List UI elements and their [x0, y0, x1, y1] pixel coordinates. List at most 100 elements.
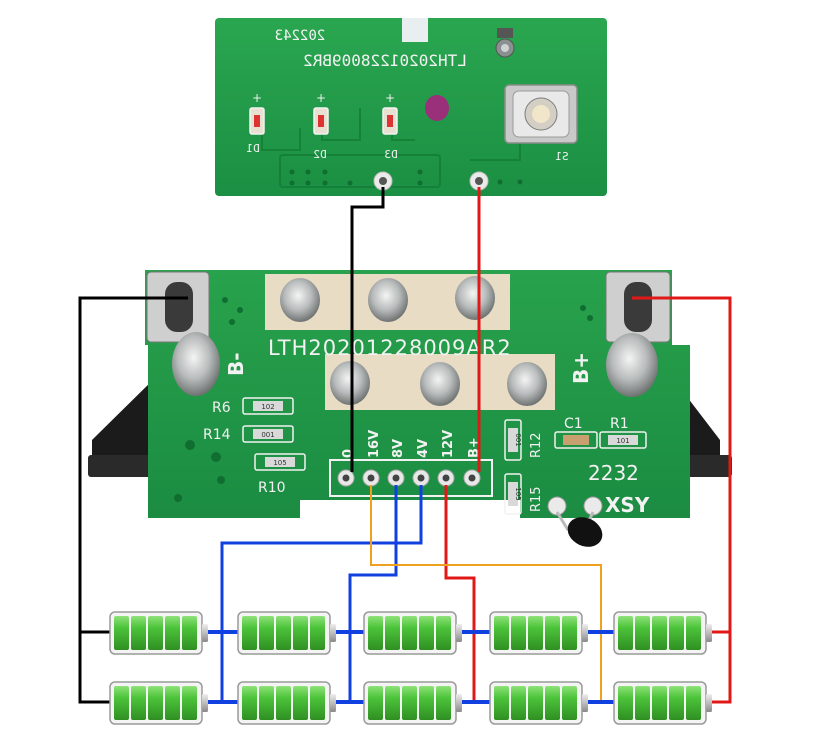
c1-label: C1 [564, 416, 583, 432]
cell-charge-segment [368, 686, 383, 720]
battery-cell [363, 611, 462, 655]
cell-charge-segment [436, 686, 451, 720]
cell-charge-segment [148, 686, 163, 720]
led-d1-label: D1 [246, 142, 259, 155]
cell-charge-segment [618, 686, 633, 720]
indicator-part-number: LTH20201228009BR2 [303, 51, 467, 70]
battery-cell [613, 681, 712, 725]
smd-code-r12: 001 [514, 433, 522, 446]
indicator-vias [289, 169, 523, 186]
pos-terminal-label: B+ [569, 352, 593, 384]
bms-date-code: 2232 [588, 461, 639, 485]
battery-pack [109, 611, 712, 725]
cell-charge-segment [114, 616, 129, 650]
cell-charge-segment [293, 686, 308, 720]
cell-charge-segment [402, 686, 417, 720]
cell-charge-segment [494, 686, 509, 720]
header-pads [337, 469, 481, 487]
battery-cell [237, 681, 336, 725]
cell-charge-segment [528, 616, 543, 650]
cell-charge-segment [545, 616, 560, 650]
led-d2-label: D2 [313, 148, 326, 161]
cell-charge-segment [562, 616, 577, 650]
wire-pack-positive [632, 296, 732, 704]
cell-charge-segment [562, 686, 577, 720]
cell-terminal-cap [202, 624, 208, 642]
indicator-board-substrate [215, 18, 607, 196]
cell-charge-segment [494, 616, 509, 650]
link-group-2-3 [331, 630, 366, 704]
cell-terminal-cap [706, 624, 712, 642]
neg-terminal-slot [165, 282, 193, 332]
wire-8v [348, 485, 398, 702]
led-d1 [249, 107, 265, 135]
battery-cell [109, 611, 208, 655]
cell-charge-segment [259, 616, 274, 650]
led-d3-label: D3 [384, 148, 397, 161]
thermistor-body [567, 517, 603, 547]
pad-strip-outline [329, 459, 493, 497]
wires [78, 187, 732, 704]
pos-terminal-slot [624, 282, 652, 332]
cell-charge-segment [165, 616, 180, 650]
left-mount [92, 375, 160, 470]
wire-pack-negative [78, 296, 188, 704]
wire-12v [444, 485, 476, 702]
battery-cell [237, 611, 336, 655]
cell-charge-segment [242, 616, 257, 650]
board-notch [402, 18, 428, 42]
cell-charge-segment [635, 616, 650, 650]
indicator-board: LTH20201228009BR2 202243 + + + D1 D2 D3 [215, 18, 607, 196]
led-d1-plus: + [252, 91, 262, 105]
led-d2 [313, 107, 329, 135]
smd-code-r6: 102 [261, 403, 274, 411]
wire-indicator-negative [350, 187, 385, 472]
switch-label: S1 [555, 150, 568, 163]
cell-terminal-cap [330, 624, 336, 642]
cell-charge-segment [385, 616, 400, 650]
r12-label: R12 [529, 432, 544, 458]
cell-charge-segment [385, 686, 400, 720]
r15-label: R15 [529, 486, 544, 512]
resistor-cluster-right: 001 105 101 [504, 419, 647, 515]
solder-blob-5 [420, 362, 460, 406]
battery-cell [489, 611, 588, 655]
cell-charge-segment [686, 616, 701, 650]
r10-label: R10 [258, 480, 286, 496]
cell-charge-segment [618, 616, 633, 650]
r1-label: R1 [610, 416, 629, 432]
thermistor-pad-1 [547, 496, 567, 516]
cell-charge-segment [436, 616, 451, 650]
cell-charge-segment [114, 686, 129, 720]
link-group-4-5 [584, 630, 616, 704]
battery-cell [363, 681, 462, 725]
cell-charge-segment [652, 686, 667, 720]
bms-board: LTH20201228009AR2 B- B+ 102 001 105 R6 R… [88, 270, 732, 547]
purple-component [425, 95, 449, 121]
screw-bracket [497, 28, 513, 38]
mounting-screw-center [501, 44, 509, 52]
cell-charge-segment [528, 686, 543, 720]
wire-4v [220, 485, 423, 702]
cell-charge-segment [686, 686, 701, 720]
cell-charge-segment [165, 686, 180, 720]
cell-charge-segment [635, 686, 650, 720]
link-group-3-4 [458, 630, 492, 704]
led-d2-plus: + [316, 91, 326, 105]
neg-terminal-label: B- [224, 352, 248, 376]
neg-terminal-solder [172, 332, 220, 396]
pad-label-0: 0 [341, 449, 356, 458]
battery-cell [109, 681, 208, 725]
smd-code-r10: 105 [273, 459, 286, 467]
indicator-trace-box [279, 154, 441, 188]
pad-label-16v: 16V [367, 430, 382, 458]
cell-charge-segment [148, 616, 163, 650]
cell-terminal-cap [582, 624, 588, 642]
cell-charge-segment [276, 686, 291, 720]
solder-blob-1 [280, 278, 320, 322]
pos-terminal-solder [606, 333, 658, 397]
battery-cell [613, 611, 712, 655]
solder-blob-3 [455, 276, 495, 320]
cell-charge-segment [131, 616, 146, 650]
bms-maker: XSY [605, 493, 650, 517]
